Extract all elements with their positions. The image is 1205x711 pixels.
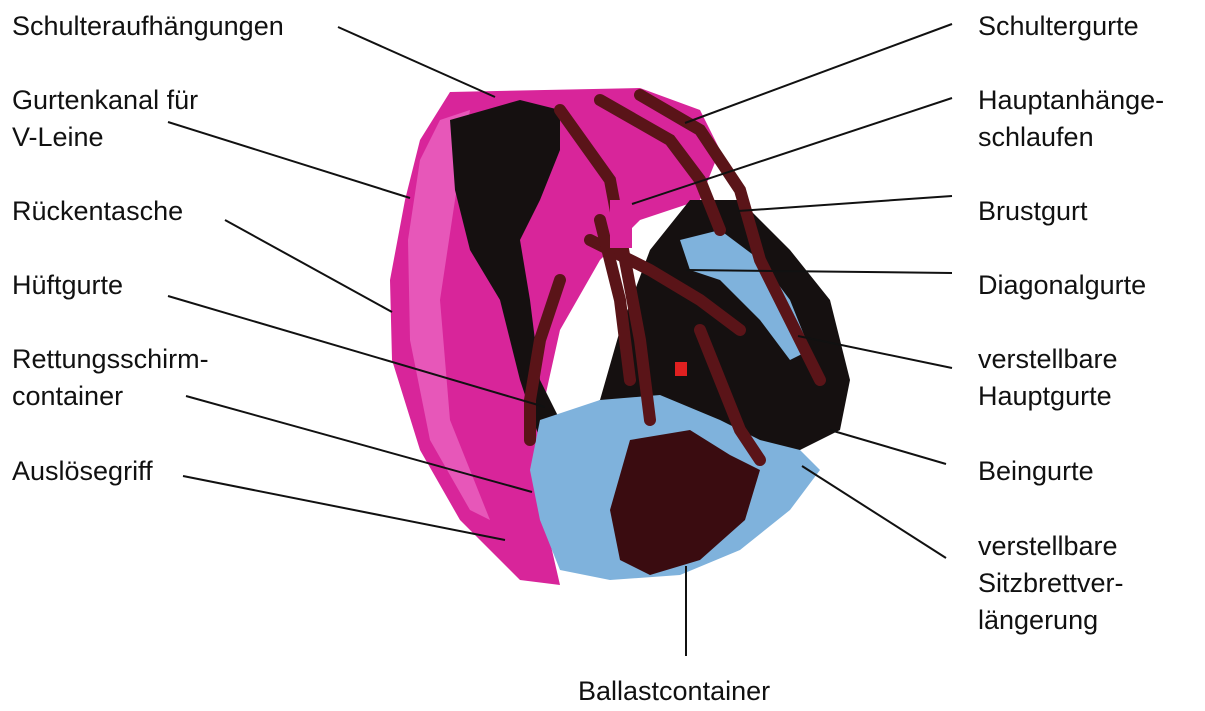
label-rueckentasche: Rückentasche — [12, 193, 183, 230]
red-handle-marker — [675, 362, 687, 376]
label-beingurte: Beingurte — [978, 453, 1094, 490]
label-verstellbare-sitzbrettverlaengerung: verstellbare Sitzbrettver- längerung — [978, 528, 1124, 639]
leader-brustgurt — [738, 196, 952, 211]
label-brustgurt: Brustgurt — [978, 193, 1088, 230]
label-ballastcontainer: Ballastcontainer — [578, 673, 770, 710]
label-rettungsschirmcontainer: Rettungsschirm- container — [12, 341, 209, 415]
label-verstellbare-hauptgurte: verstellbare Hauptgurte — [978, 341, 1118, 415]
leader-rueckentasche — [225, 220, 392, 312]
label-diagonalgurte: Diagonalgurte — [978, 267, 1146, 304]
leader-sitzbrett — [802, 466, 946, 558]
pink-strap-marker — [610, 200, 632, 248]
label-hueftgurte: Hüftgurte — [12, 267, 123, 304]
leader-schulteraufhaengungen — [338, 27, 495, 97]
label-ausloesegriff: Auslösegriff — [12, 453, 153, 490]
label-gurtenkanal-v-leine: Gurtenkanal für V-Leine — [12, 82, 198, 156]
leader-gurtenkanal — [168, 122, 410, 198]
leader-beingurte — [830, 430, 946, 464]
label-hauptanhaengeschlaufen: Hauptanhänge- schlaufen — [978, 82, 1164, 156]
leader-schultergurte — [685, 24, 952, 123]
label-schulteraufhaengungen: Schulteraufhängungen — [12, 8, 284, 45]
label-schultergurte: Schultergurte — [978, 8, 1139, 45]
